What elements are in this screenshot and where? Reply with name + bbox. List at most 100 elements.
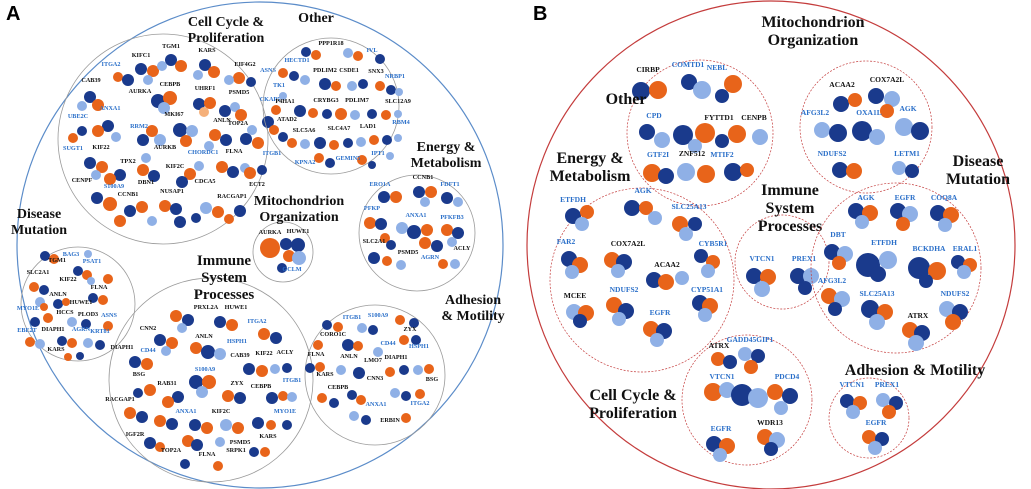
gene-dot [113,72,123,82]
gene-label: SRPK1 [226,447,246,454]
gene-dot [861,300,879,318]
gene-dot [453,197,463,207]
gene-label: AURKA [129,88,152,95]
gene-dot [649,81,667,99]
gene-dot [176,176,188,188]
gene-dot [244,167,256,179]
gene-dot [30,317,40,327]
gene-dot [208,66,220,78]
gene-dot [129,356,141,368]
gene-label: CNN2 [140,325,157,332]
gene-dot [331,81,341,91]
category-title: Proliferation [188,31,265,46]
gene-dot [673,125,693,145]
gene-dot [252,137,264,149]
gene-dot [390,191,402,203]
gene-dot [386,240,396,250]
category-title: Immune [761,182,819,199]
gene-label: KIF22 [92,144,109,151]
gene-label: UHRF1 [195,85,216,92]
gene-dot [846,405,860,419]
gene-label: ITGB1 [263,150,282,157]
gene-dot [289,71,299,81]
gene-label: COMTD1 [672,60,705,69]
gene-dot [908,335,924,351]
gene-dot [378,191,390,203]
gene-label: MYO1E [17,305,39,312]
gene-label: ITGA2 [102,61,121,68]
gene-dot [342,339,354,351]
gene-label: UBE2C [68,113,88,120]
gene-label: SLC2A1 [363,238,386,245]
gene-dot [746,268,762,284]
gene-dot [612,312,626,326]
gene-dot [322,109,332,119]
gene-dot [833,96,849,112]
gene-label: CENPB [741,113,766,122]
gene-label: KPNA2 [295,159,316,166]
gene-label: CAB39 [81,77,100,84]
gene-label: ECT2 [249,181,265,188]
gene-label: IVL [366,47,377,54]
gene-label: DIAPH1 [110,344,133,351]
gene-dot [209,129,221,141]
gene-label: MTIF2 [710,150,734,159]
gene-dot [723,355,737,369]
gene-dot [301,47,311,57]
gene-label: CYB5R1 [699,239,728,248]
gene-label: KIF2C [166,163,185,170]
gene-dot [438,259,448,269]
gene-dot [774,401,788,415]
gene-dot [220,134,232,146]
category-title: Proliferation [589,405,677,422]
gene-label: TOP2A [161,447,182,454]
gene-dot [452,227,464,239]
gene-dot [814,122,830,138]
category-circle [810,182,982,354]
gene-dot [715,134,729,148]
gene-dot [260,447,270,457]
category-circle [262,37,400,175]
category-title: Processes [758,218,823,235]
gene-label: LAD1 [360,123,376,130]
gene-dot [270,332,282,344]
gene-dot [102,120,114,132]
gene-dot [824,244,840,260]
gene-dot [87,277,95,285]
gene-dot [173,123,187,137]
gene-dot [350,110,360,120]
gene-dot [744,360,758,374]
category-title: Organization [259,210,339,225]
gene-label: IGF2R [126,431,145,438]
gene-dot [869,129,885,145]
gene-dot [639,124,655,140]
gene-dot [803,268,819,284]
gene-label: CCNB1 [413,174,434,181]
category-a-disease: BAG3PSAT1TGM1SLC2A1KIF22FLNAANLNHUWE1MYO… [11,207,136,362]
gene-label: CEBPB [160,81,181,88]
gene-dot [643,321,659,337]
gene-dot [329,140,339,150]
gene-label: AGK [857,193,874,202]
gene-label: FLNA [308,351,325,358]
gene-dot [73,266,83,276]
gene-label: SNX3 [368,68,383,75]
gene-label: AURKA [259,229,282,236]
gene-dot [632,82,650,100]
gene-dot [751,349,765,363]
gene-dot [137,164,149,176]
gene-dot [748,388,768,408]
gene-dot [706,436,722,452]
gene-dot [828,302,842,316]
gene-label: FAR2 [557,237,576,246]
gene-label: CYP51A1 [691,285,723,294]
gene-dot [902,322,918,338]
gene-label: HUWE1 [225,304,248,311]
gene-dot [401,391,411,401]
gene-dot [49,254,59,264]
gene-dot [227,166,239,178]
gene-label: BAG3 [63,251,80,258]
gene-dot [870,266,886,282]
category-title: Mitochondrion [254,194,344,209]
